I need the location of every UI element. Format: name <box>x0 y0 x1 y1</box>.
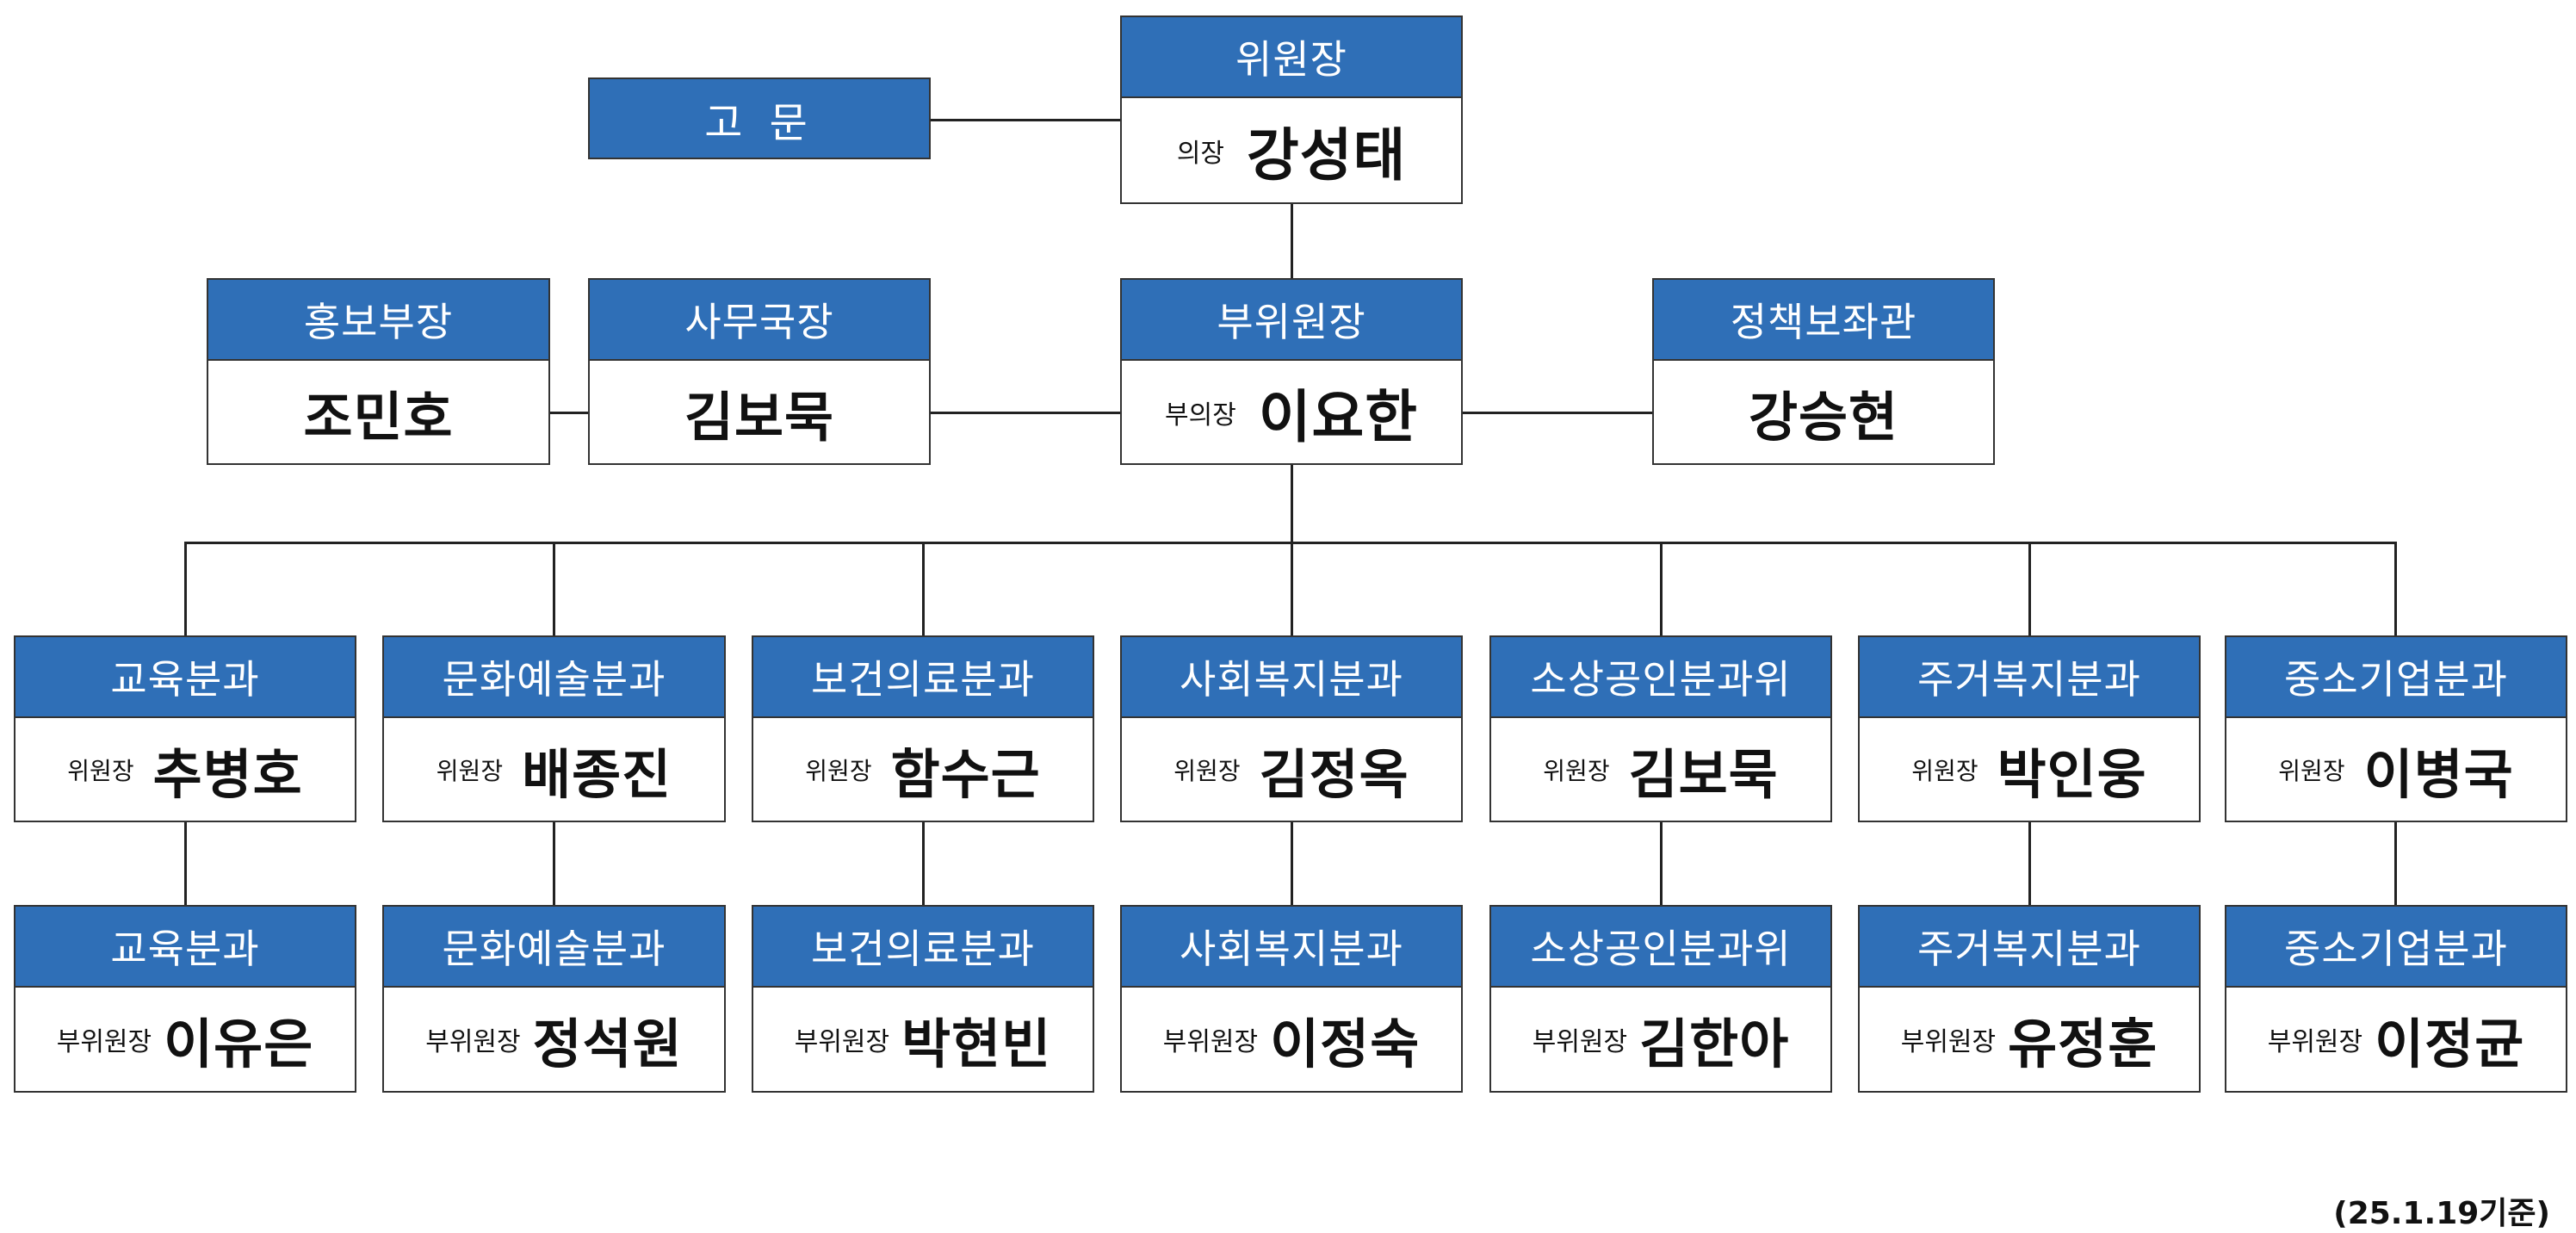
connector-vice-trunk <box>1291 465 1293 543</box>
division-head-role: 위원장 <box>805 756 872 785</box>
division-vice-role: 부위원장 <box>1900 1027 1997 1057</box>
connector-vice-6 <box>2028 822 2031 905</box>
division-vice-name: 이유은 <box>164 1013 314 1075</box>
division-title: 중소기업분과 <box>2226 637 2566 718</box>
vice-chairman-box: 부위원장 부의장 이요한 <box>1120 278 1463 465</box>
policy-aide-name: 강승현 <box>1748 385 1899 449</box>
division-head-name: 김정옥 <box>1259 742 1409 806</box>
division-vice-box-2: 문화예술분과 부위원장 정석원 <box>382 905 726 1093</box>
division-head-role: 위원장 <box>1173 756 1241 785</box>
division-title: 보건의료분과 <box>753 637 1093 718</box>
connector-chair-vice <box>1291 204 1293 278</box>
connector-vice-7 <box>2394 822 2397 905</box>
connector-vice-2 <box>553 822 555 905</box>
division-head-box-2: 문화예술분과 위원장 배종진 <box>382 635 726 822</box>
division-head-role: 위원장 <box>67 756 134 785</box>
division-vice-name: 유정훈 <box>2008 1013 2158 1075</box>
division-head-box-4: 사회복지분과 위원장 김정옥 <box>1120 635 1463 822</box>
connector-vice-3 <box>922 822 925 905</box>
division-vice-box-4: 사회복지분과 부위원장 이정숙 <box>1120 905 1463 1093</box>
connector-drop-5 <box>1660 542 1663 635</box>
division-title: 문화예술분과 <box>384 637 724 718</box>
chairman-name: 강성태 <box>1247 121 1407 189</box>
chairman-box: 위원장 의장 강성태 <box>1120 15 1463 204</box>
policy-aide-title: 정책보좌관 <box>1654 280 1993 361</box>
connector-drop-3 <box>922 542 925 635</box>
division-vice-name: 김한아 <box>1639 1013 1790 1075</box>
policy-aide-box: 정책보좌관 강승현 <box>1652 278 1995 465</box>
connector-drop-1 <box>184 542 187 635</box>
vice-chairman-name: 이요한 <box>1258 383 1418 450</box>
division-title: 교육분과 <box>15 907 355 988</box>
division-vice-box-6: 주거복지분과 부위원장 유정훈 <box>1858 905 2201 1093</box>
connector-advisor <box>931 119 1120 121</box>
division-vice-role: 부위원장 <box>794 1027 890 1057</box>
secretary-general-box: 사무국장 김보묵 <box>588 278 931 465</box>
division-head-box-1: 교육분과 위원장 추병호 <box>14 635 356 822</box>
division-vice-box-3: 보건의료분과 부위원장 박현빈 <box>752 905 1094 1093</box>
pr-director-box: 홍보부장 조민호 <box>207 278 550 465</box>
division-vice-name: 이정균 <box>2375 1013 2525 1075</box>
division-head-role: 위원장 <box>1911 756 1978 785</box>
vice-chairman-title: 부위원장 <box>1122 280 1461 361</box>
connector-pr-secretary <box>550 412 588 414</box>
division-head-box-7: 중소기업분과 위원장 이병국 <box>2225 635 2567 822</box>
vice-chairman-role: 부의장 <box>1165 400 1236 431</box>
division-title: 주거복지분과 <box>1860 907 2199 988</box>
secretary-general-title: 사무국장 <box>590 280 929 361</box>
division-vice-role: 부위원장 <box>425 1027 521 1057</box>
connector-vice-5 <box>1660 822 1663 905</box>
division-title: 소상공인분과위 <box>1491 637 1830 718</box>
division-vice-box-5: 소상공인분과위 부위원장 김한아 <box>1489 905 1832 1093</box>
as-of-date-note: (25.1.19기준) <box>2333 1196 2550 1231</box>
division-title: 중소기업분과 <box>2226 907 2566 988</box>
division-vice-box-7: 중소기업분과 부위원장 이정균 <box>2225 905 2567 1093</box>
division-vice-box-1: 교육분과 부위원장 이유은 <box>14 905 356 1093</box>
division-head-name: 김보묵 <box>1628 742 1779 806</box>
division-title: 사회복지분과 <box>1122 637 1461 718</box>
connector-vice-policy <box>1463 412 1652 414</box>
division-head-name: 이병국 <box>2363 742 2514 806</box>
division-title: 주거복지분과 <box>1860 637 2199 718</box>
division-title: 사회복지분과 <box>1122 907 1461 988</box>
advisor-box: 고 문 <box>588 77 931 159</box>
division-vice-role: 부위원장 <box>2267 1027 2363 1057</box>
division-title: 보건의료분과 <box>753 907 1093 988</box>
chairman-role: 의장 <box>1176 138 1225 169</box>
connector-drop-2 <box>553 542 555 635</box>
division-head-role: 위원장 <box>436 756 504 785</box>
division-head-name: 함수근 <box>890 742 1041 806</box>
division-vice-role: 부위원장 <box>1162 1027 1259 1057</box>
division-head-box-6: 주거복지분과 위원장 박인웅 <box>1858 635 2201 822</box>
division-vice-name: 정석원 <box>532 1013 683 1075</box>
connector-vice-4 <box>1291 822 1293 905</box>
division-head-name: 배종진 <box>522 742 672 806</box>
pr-director-name: 조민호 <box>303 385 454 449</box>
division-head-box-3: 보건의료분과 위원장 함수근 <box>752 635 1094 822</box>
division-vice-name: 이정숙 <box>1270 1013 1421 1075</box>
chairman-title: 위원장 <box>1122 17 1461 98</box>
division-head-name: 박인웅 <box>1997 742 2147 806</box>
division-vice-role: 부위원장 <box>1532 1027 1628 1057</box>
division-title: 교육분과 <box>15 637 355 718</box>
secretary-general-name: 김보묵 <box>684 385 835 449</box>
division-head-role: 위원장 <box>1543 756 1610 785</box>
division-head-role: 위원장 <box>2278 756 2345 785</box>
division-title: 소상공인분과위 <box>1491 907 1830 988</box>
connector-drop-7 <box>2394 542 2397 635</box>
connector-drop-4 <box>1291 542 1293 635</box>
connector-drop-6 <box>2028 542 2031 635</box>
connector-vice-1 <box>184 822 187 905</box>
division-vice-role: 부위원장 <box>56 1027 152 1057</box>
pr-director-title: 홍보부장 <box>208 280 548 361</box>
connector-secretary-vice <box>931 412 1120 414</box>
division-head-box-5: 소상공인분과위 위원장 김보묵 <box>1489 635 1832 822</box>
division-vice-name: 박현빈 <box>901 1013 1052 1075</box>
division-head-name: 추병호 <box>152 742 303 806</box>
division-title: 문화예술분과 <box>384 907 724 988</box>
